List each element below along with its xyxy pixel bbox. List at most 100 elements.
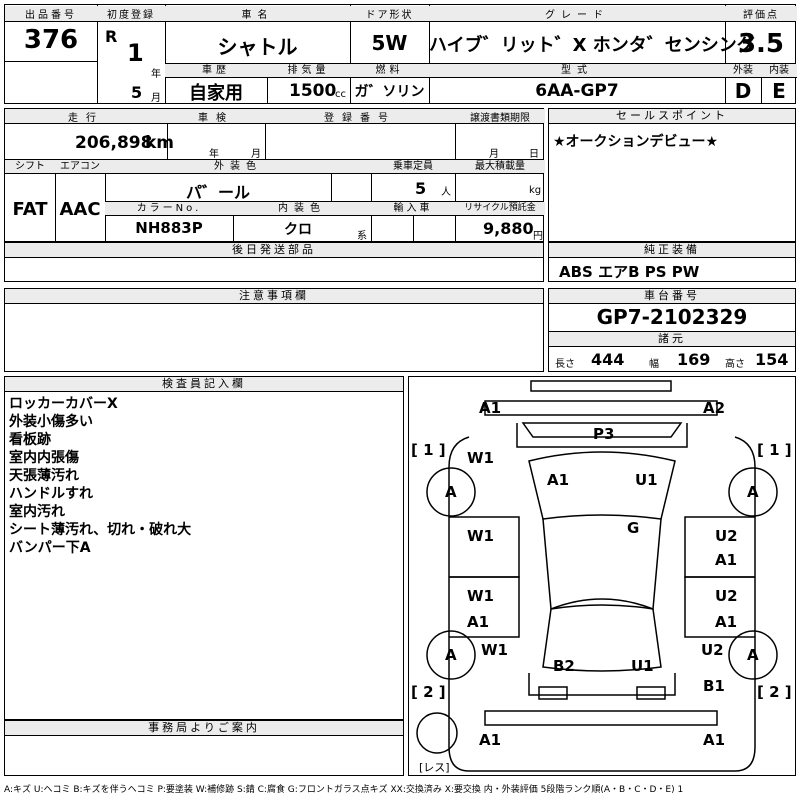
color-label: 外装色 bbox=[105, 160, 371, 173]
car-name: シャトル bbox=[217, 35, 298, 59]
dims-label: 諸元 bbox=[549, 331, 795, 347]
dmg-label: U1 bbox=[631, 657, 654, 675]
mileage-unit: km bbox=[145, 133, 175, 153]
dmg-label: W1 bbox=[467, 587, 494, 605]
equipment-box: 純正装備 ABS エアB PS PW bbox=[548, 242, 796, 282]
selling-point-box: セールスポイント ★オークションデビュー★ bbox=[548, 108, 796, 242]
selling-point-text: ★オークションデビュー★ bbox=[553, 134, 719, 150]
recycle-label: リサイクル預託金 bbox=[455, 202, 545, 215]
car-diagram: A1 A2 P3 W1 A1 U1 G W1 U2 A1 W1 U2 A1 A1… bbox=[408, 376, 796, 776]
wheel-label: A bbox=[747, 483, 759, 501]
spec-block: 走行 206,898 km 車検 年 月 登録番号 譲渡書類期限 月 日 シフト… bbox=[4, 108, 545, 242]
era: R bbox=[105, 27, 118, 46]
colorno-label: カラーNo. bbox=[105, 202, 233, 215]
history: 自家用 bbox=[189, 83, 243, 104]
seats-label: 乗車定員 bbox=[371, 160, 455, 173]
dmg-label: A1 bbox=[703, 731, 726, 749]
height-label: 高さ bbox=[725, 359, 745, 370]
parts-box: 後日発送部品 bbox=[4, 242, 544, 282]
reg-year: 1 bbox=[127, 39, 144, 67]
note-line: シート薄汚れ、切れ・破れ大 bbox=[9, 522, 192, 538]
note-line: バンパー下A bbox=[9, 540, 91, 556]
inspect-month-unit: 月 bbox=[251, 149, 261, 160]
dmg-label: P3 bbox=[593, 425, 615, 443]
score-label: 評価点 bbox=[725, 6, 797, 21]
height: 154 bbox=[755, 350, 789, 369]
dmg-label: A1 bbox=[479, 399, 502, 417]
int-grade: E bbox=[772, 79, 786, 103]
history-label: 車歴 bbox=[165, 64, 267, 77]
dmg-label: A1 bbox=[479, 731, 502, 749]
name-label: 車名 bbox=[165, 6, 350, 21]
intcolor-label: 内装色 bbox=[233, 202, 371, 215]
inspector-label: 検査員記入欄 bbox=[5, 377, 403, 392]
recycle-fee: 9,880 bbox=[483, 219, 534, 238]
model-label: 型式 bbox=[429, 64, 725, 77]
wheel-label: A bbox=[747, 646, 759, 664]
aircon: AAC bbox=[59, 199, 101, 220]
car-outline bbox=[416, 380, 778, 772]
equipment-text: ABS エアB PS PW bbox=[559, 263, 700, 281]
inspector-notes: ロッカーカバーX 外装小傷多い 看板跡 室内内張傷 天張薄汚れ ハンドルすれ 室… bbox=[9, 395, 191, 557]
office-box: 事務局よりご案内 bbox=[4, 720, 404, 776]
regno-label: 登録番号 bbox=[265, 109, 455, 124]
interior-color: クロ bbox=[284, 222, 312, 238]
inspect-year-unit: 年 bbox=[209, 149, 219, 160]
load-label: 最大積載量 bbox=[455, 160, 545, 173]
dmg-label: U1 bbox=[635, 471, 658, 489]
dmg-label: A1 bbox=[715, 613, 738, 631]
width-label: 幅 bbox=[649, 359, 659, 370]
dmg-label: A1 bbox=[467, 613, 490, 631]
year-unit: 年 bbox=[151, 69, 161, 80]
ext-label: 外装 bbox=[725, 64, 761, 77]
bracket-rear-right: [ 2 ] bbox=[757, 683, 792, 701]
note-line: 看板跡 bbox=[9, 432, 51, 448]
note-line: 室内汚れ bbox=[9, 504, 65, 520]
note-line: ロッカーカバーX bbox=[9, 396, 118, 412]
int-label: 内装 bbox=[761, 64, 797, 77]
door-label: ドア形状 bbox=[350, 6, 429, 21]
bracket-front-left: [ 1 ] bbox=[411, 441, 446, 459]
dmg-label: A1 bbox=[547, 471, 570, 489]
dmg-label: A2 bbox=[703, 399, 726, 417]
score: 3.5 bbox=[737, 29, 785, 59]
chassis-label: 車台番号 bbox=[549, 289, 795, 304]
parts-label: 後日発送部品 bbox=[5, 243, 543, 258]
shift: FAT bbox=[12, 199, 48, 220]
seats: 5 bbox=[415, 179, 427, 198]
bracket-rear-left: [ 2 ] bbox=[411, 683, 446, 701]
dmg-label: B2 bbox=[553, 657, 575, 675]
recycle-unit: 円 bbox=[533, 231, 543, 242]
note-line: 外装小傷多い bbox=[9, 414, 93, 430]
selling-point-label: セールスポイント bbox=[549, 109, 795, 124]
chassis-box: 車台番号 GP7-2102329 諸元 長さ 444 幅 169 高さ 154 bbox=[548, 288, 796, 372]
disp-unit: cc bbox=[335, 89, 346, 100]
note-line: 天張薄汚れ bbox=[9, 468, 79, 484]
office-label: 事務局よりご案内 bbox=[5, 721, 403, 736]
dmg-label: B1 bbox=[703, 677, 725, 695]
grade-label: グレード bbox=[429, 6, 725, 21]
lot-label: 出品番号 bbox=[5, 6, 97, 21]
transfer-day-unit: 日 bbox=[529, 149, 539, 160]
intcolor-unit: 系 bbox=[357, 231, 367, 242]
top-block: 出品番号 376 初度登録 R 1 年 5 月 車名 シャトル ドア形状 5W … bbox=[4, 4, 797, 104]
transfer-label: 譲渡書類期限 bbox=[455, 109, 545, 124]
length: 444 bbox=[591, 350, 625, 369]
grade: ハイブ゛リット゛X ホンタ゛センシング bbox=[429, 35, 755, 56]
displacement: 1500 bbox=[289, 81, 337, 101]
mileage: 206,898 bbox=[75, 133, 153, 153]
dmg-label: G bbox=[627, 519, 640, 537]
transfer-month-unit: 月 bbox=[489, 149, 499, 160]
equipment-label: 純正装備 bbox=[549, 243, 795, 258]
import-label: 輸入車 bbox=[371, 202, 455, 215]
wheel-label: A bbox=[445, 483, 457, 501]
wheel-label: A bbox=[445, 646, 457, 664]
ac-label: エアコン bbox=[55, 160, 105, 173]
color: パ゛ール bbox=[185, 183, 250, 202]
dmg-label: U2 bbox=[701, 641, 724, 659]
dmg-label: W1 bbox=[481, 641, 508, 659]
dmg-label: U2 bbox=[715, 527, 738, 545]
color-number: NH883P bbox=[135, 219, 203, 237]
disp-label: 排気量 bbox=[267, 64, 350, 77]
caution-box: 注意事項欄 bbox=[4, 288, 544, 372]
